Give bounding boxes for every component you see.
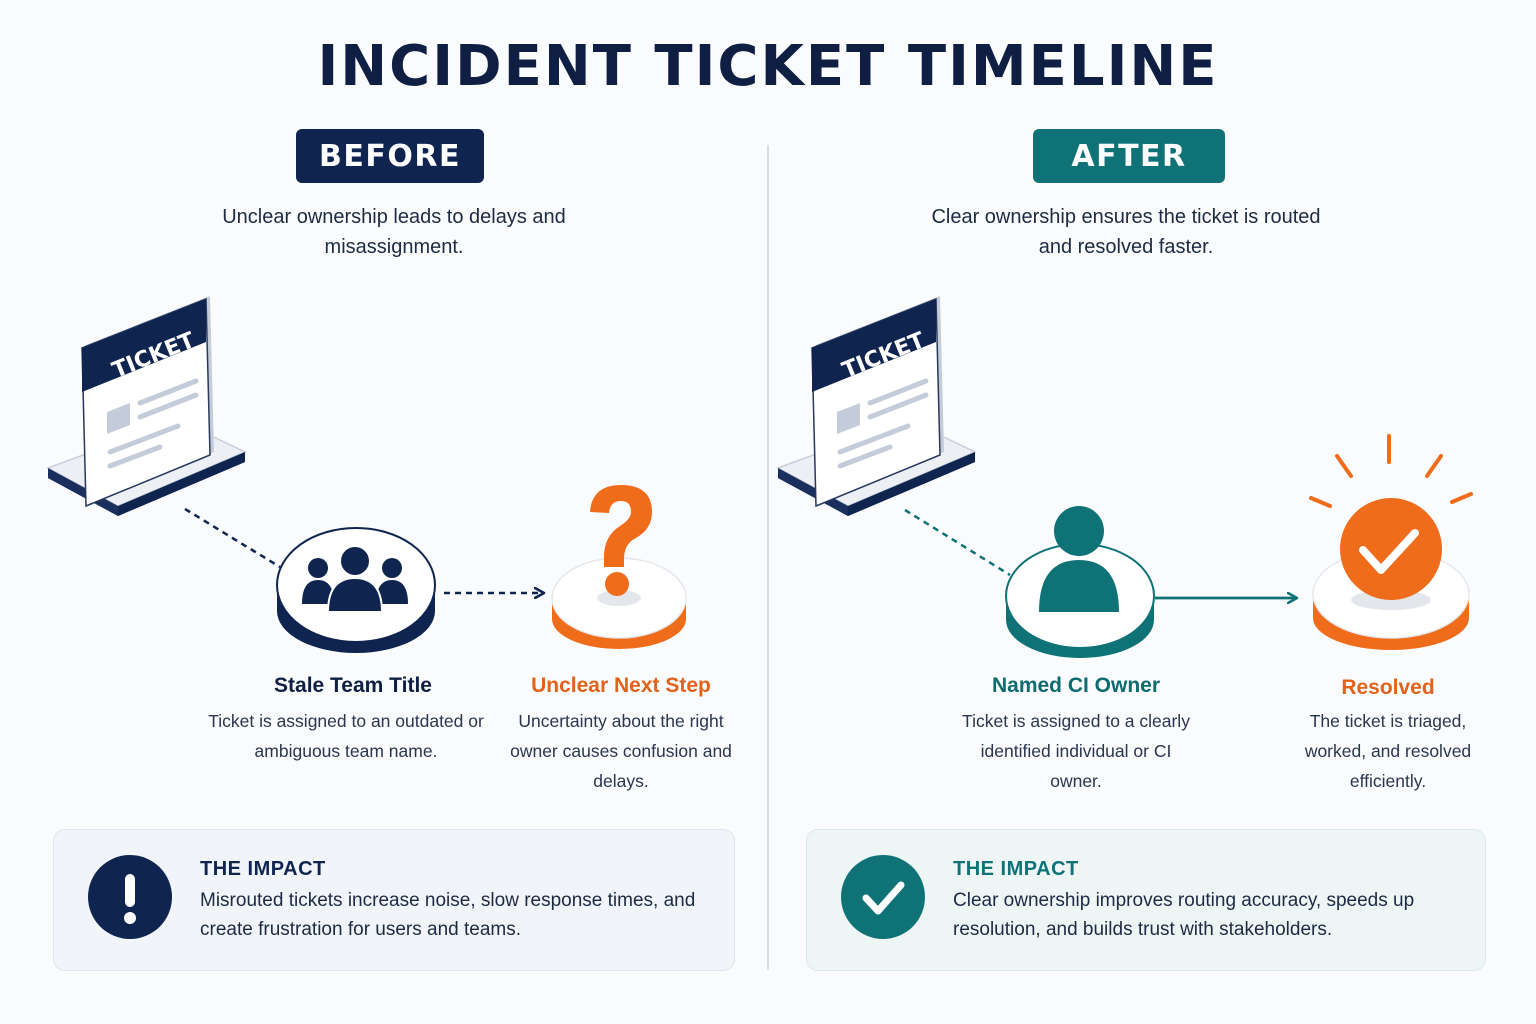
before-ticket-icon: TICKET (46, 296, 247, 516)
checkmark-icon (841, 855, 925, 939)
after-node1-description: Ticket is assigned to a clearly identifi… (962, 711, 1190, 791)
before-connector-1 (184, 507, 281, 569)
after-subtitle: Clear ownership ensures the ticket is ro… (931, 206, 1321, 258)
after-impact-text: Clear ownership improves routing accurac… (953, 890, 1415, 940)
before-node1-description: Ticket is assigned to an outdated or amb… (208, 711, 484, 761)
before-impact-text: Misrouted tickets increase noise, slow r… (200, 890, 696, 940)
question-mark-icon (551, 485, 687, 649)
person-icon (1005, 506, 1155, 658)
after-node2-title: Resolved (1341, 676, 1435, 699)
before-node2-title: Unclear Next Step (531, 674, 711, 697)
page-title: INCIDENT TICKET TIMELINE (317, 34, 1219, 99)
before-node2-description: Uncertainty about the right owner causes… (510, 711, 732, 791)
before-impact-panel: THE IMPACT Misrouted tickets increase no… (53, 829, 735, 971)
section-divider (767, 145, 769, 970)
before-node1-title: Stale Team Title (274, 674, 432, 697)
before-badge: BEFORE (296, 129, 484, 183)
after-node1-title: Named CI Owner (991, 674, 1161, 697)
before-subtitle: Unclear ownership leads to delays and mi… (222, 206, 566, 258)
after-node2-description: The ticket is triaged, worked, and resol… (1304, 711, 1472, 791)
after-connector-1 (904, 508, 1011, 577)
checkmark-badge-icon (1309, 434, 1473, 650)
before-impact-heading: THE IMPACT (200, 858, 326, 880)
after-ticket-icon: TICKET (776, 296, 977, 516)
after-impact-panel: THE IMPACT Clear ownership improves rout… (806, 829, 1486, 971)
team-group-icon (276, 527, 436, 653)
exclamation-icon (88, 855, 172, 939)
after-badge: AFTER (1033, 129, 1225, 183)
after-impact-heading: THE IMPACT (953, 858, 1079, 880)
